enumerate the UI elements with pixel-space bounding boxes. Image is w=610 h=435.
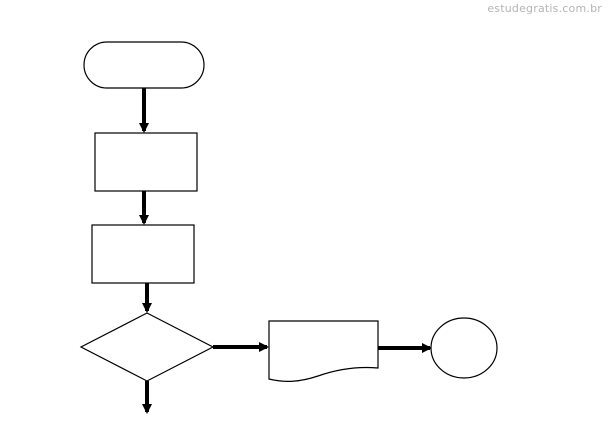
process-box-1 (94, 132, 198, 192)
decision-diamond (79, 312, 215, 382)
connector-circle (430, 317, 498, 379)
terminator-shape (83, 41, 205, 89)
document-shape (268, 320, 379, 382)
process-box-2 (91, 224, 195, 284)
site-watermark: estudegratis.com.br (487, 2, 602, 15)
